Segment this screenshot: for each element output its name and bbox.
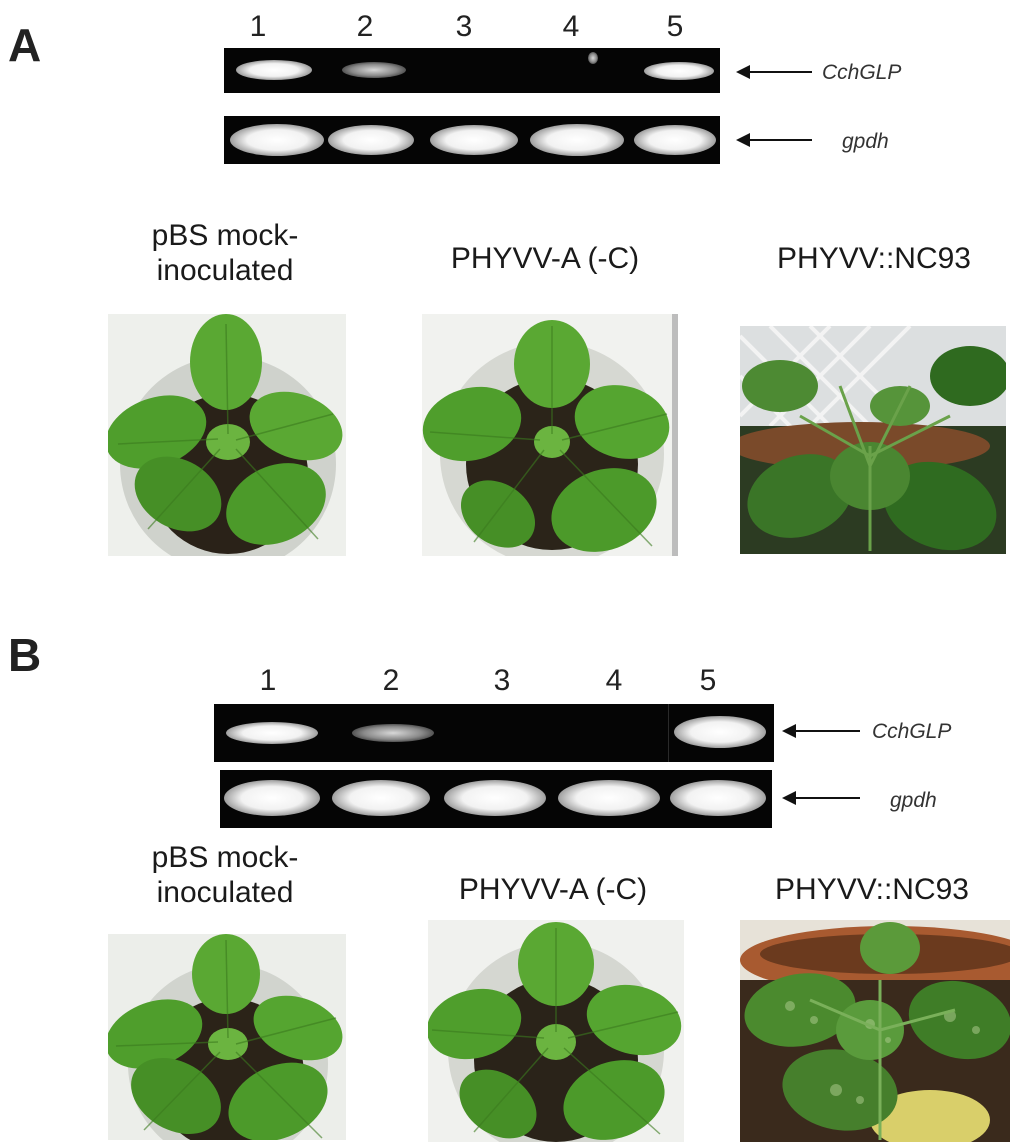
- gene-label-gpdh: gpdh: [842, 130, 889, 153]
- gel-band: [226, 722, 318, 744]
- gel-band: [236, 60, 312, 80]
- gel-band: [224, 780, 320, 816]
- gel-band: [430, 125, 518, 155]
- lane-number: 4: [605, 664, 623, 697]
- condition-label-phyvv-nc93: PHYVV::NC93: [724, 241, 1024, 276]
- panel-b-label: B: [8, 629, 42, 681]
- gene-label-cchglp: CchGLP: [872, 720, 952, 743]
- arrow-icon: [736, 133, 750, 147]
- condition-label-mock: pBS mock- inoculated: [90, 218, 360, 289]
- arrow-icon: [782, 791, 796, 805]
- condition-text: PHYVV::NC93: [777, 242, 971, 275]
- condition-label-phyvv-nc93: PHYVV::NC93: [720, 872, 1024, 907]
- condition-label-phyvv-a: PHYVV-A (-C): [400, 241, 690, 276]
- panel-b-gel-gpdh: [220, 770, 772, 828]
- gel-band: [530, 124, 624, 156]
- arrow-icon: [794, 797, 860, 799]
- gel-band: [352, 724, 434, 742]
- arrow-icon: [736, 65, 750, 79]
- panel-b-gel-cchglp: [214, 704, 774, 762]
- gel-band: [558, 780, 660, 816]
- gel-band: [332, 780, 430, 816]
- condition-text: PHYVV-A (-C): [458, 873, 648, 906]
- plant-photo-phyvv-a: [428, 920, 684, 1142]
- plant-photo-phyvv-nc93: [740, 920, 1010, 1142]
- arrow-icon: [782, 724, 796, 738]
- gene-label-cchglp: CchGLP: [822, 61, 902, 84]
- lane-number: 5: [699, 664, 717, 697]
- condition-text: PHYVV::NC93: [775, 873, 969, 906]
- arrow-icon: [748, 71, 812, 73]
- arrow-icon: [748, 139, 812, 141]
- gel-band: [342, 62, 406, 78]
- gene-label-gpdh: gpdh: [890, 789, 937, 812]
- gel-band: [634, 125, 716, 155]
- lane-number: 1: [249, 10, 267, 43]
- gel-band: [230, 124, 324, 156]
- gel-divider: [668, 704, 669, 762]
- gel-band: [674, 716, 766, 748]
- gel-band: [670, 780, 766, 816]
- gel-artifact: [588, 52, 598, 64]
- gel-band: [444, 780, 546, 816]
- panel-a-label: A: [8, 19, 42, 71]
- lane-number: 3: [455, 10, 473, 43]
- lane-number: 4: [562, 10, 580, 43]
- panel-a-gel-gpdh: [224, 116, 720, 164]
- lane-number: 1: [259, 664, 277, 697]
- panel-a-gel-cchglp: [224, 48, 720, 93]
- condition-text: PHYVV-A (-C): [450, 242, 640, 275]
- lane-number: 3: [493, 664, 511, 697]
- plant-photo-phyvv-nc93: [740, 326, 1006, 554]
- plant-photo-mock: [108, 314, 346, 556]
- lane-number: 5: [666, 10, 684, 43]
- arrow-icon: [794, 730, 860, 732]
- condition-label-mock: pBS mock- inoculated: [90, 840, 360, 911]
- gel-band: [328, 125, 414, 155]
- condition-label-phyvv-a: PHYVV-A (-C): [408, 872, 698, 907]
- gel-band: [644, 62, 714, 80]
- lane-number: 2: [356, 10, 374, 43]
- plant-photo-mock: [108, 934, 346, 1140]
- condition-text: pBS mock- inoculated: [151, 219, 299, 288]
- lane-number: 2: [382, 664, 400, 697]
- condition-text: pBS mock- inoculated: [151, 841, 299, 910]
- plant-photo-phyvv-a: [422, 314, 678, 556]
